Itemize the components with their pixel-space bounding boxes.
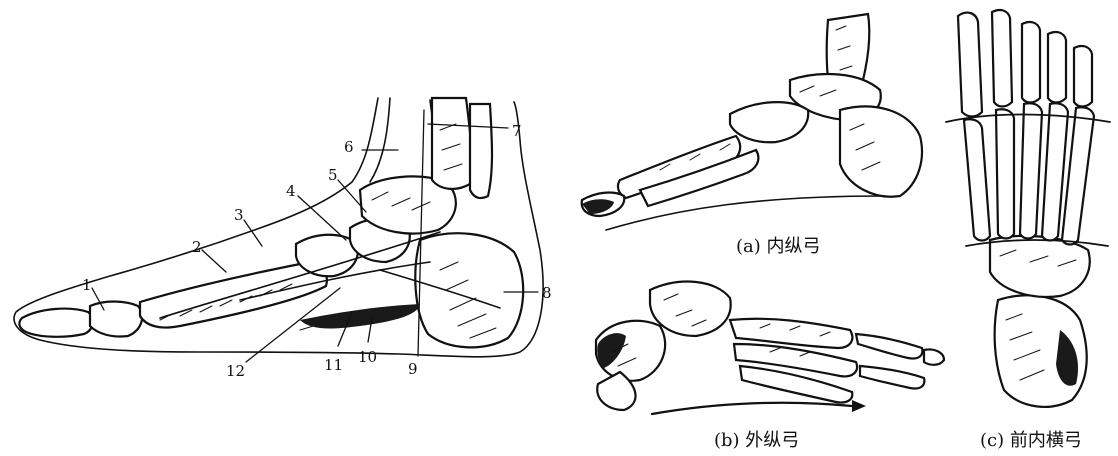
lateral-arch-curve	[652, 403, 852, 414]
navicular-a	[730, 102, 808, 142]
label-2: 2	[192, 238, 202, 256]
caption-b: (b) 外纵弓	[714, 430, 799, 451]
phalanges-c	[958, 10, 1092, 117]
phalanx-b2	[860, 366, 924, 389]
tibia-bone	[432, 98, 472, 189]
medial-arch-skeleton: (a) 内纵弓	[582, 14, 922, 257]
label-1: 1	[82, 276, 92, 294]
phalanx-b1	[856, 334, 922, 359]
label-12: 12	[226, 362, 245, 380]
label-9: 9	[408, 360, 418, 378]
cuneiform-bone	[296, 235, 358, 277]
calcaneus-bone	[415, 233, 523, 347]
lateral-arch-skeleton: (b) 外纵弓	[596, 282, 944, 451]
sole-shading	[300, 304, 420, 328]
caption-c: (c) 前内横弓	[980, 430, 1082, 451]
caption-a: (a) 内纵弓	[736, 236, 821, 257]
label-3: 3	[234, 206, 244, 224]
toe-tip-b	[924, 349, 944, 364]
fibula-bone	[470, 104, 492, 198]
metatarsals-c	[964, 103, 1094, 244]
foot-medial-view: 1 2 3 4 5 6 7 8 9 10 11 12	[14, 98, 551, 380]
arrow-head-icon	[852, 400, 866, 412]
distal-phalanx	[19, 309, 93, 337]
label-8: 8	[542, 284, 552, 302]
transverse-arch-skeleton: (c) 前内横弓	[946, 10, 1110, 451]
calcaneus-a	[840, 106, 922, 196]
ankle-front-line	[370, 98, 390, 182]
label-4: 4	[286, 182, 296, 200]
label-10: 10	[358, 348, 377, 366]
label-11: 11	[324, 356, 343, 374]
proximal-phalanx	[90, 302, 142, 337]
label-6: 6	[344, 138, 354, 156]
label-5: 5	[328, 166, 338, 184]
label-7: 7	[512, 122, 522, 140]
tarsals-c	[990, 236, 1090, 297]
